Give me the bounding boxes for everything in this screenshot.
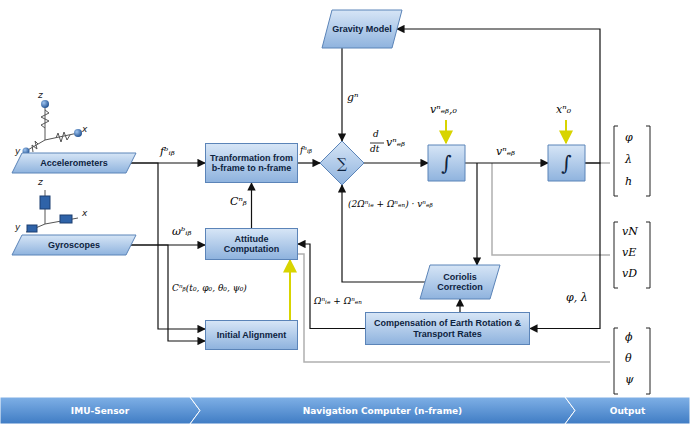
vector-component: ϕ <box>625 332 633 344</box>
signal-label: Cⁿᵦ <box>230 196 247 208</box>
model-box: Gravity Model <box>322 10 402 48</box>
node-shape <box>322 10 402 48</box>
process-box: Tranformation from b-frame to n-frame <box>205 143 298 183</box>
connector <box>364 162 428 163</box>
node-text: Coriolis Correction <box>429 272 491 293</box>
signal-label: fⁿᵢᵦ <box>300 146 312 156</box>
node-shape <box>12 235 136 255</box>
fraction-part: dt <box>370 145 379 155</box>
process-box: Initial Alignment <box>205 320 298 350</box>
correction-box: Coriolis Correction <box>420 265 500 299</box>
connector <box>289 260 291 320</box>
signal-label: vⁿₑᵦ <box>496 146 515 158</box>
axis-label: x <box>82 208 87 218</box>
axis-label: y <box>15 146 20 156</box>
connector <box>251 183 252 228</box>
node-shape <box>190 397 575 424</box>
band-step: IMU-Sensor <box>0 397 200 424</box>
connector <box>459 299 460 312</box>
signal-label: Ωⁿᵢₑ + Ωⁿₑₙ <box>314 297 362 307</box>
node-text: Output <box>610 406 646 416</box>
initial-condition-arrow <box>565 120 567 143</box>
signal-label: fᵇᵢᵦ <box>160 146 175 158</box>
node-text: ∑ <box>337 155 347 171</box>
connector <box>341 48 342 141</box>
connector <box>397 29 600 163</box>
sensor-box: Gyroscopes <box>12 235 136 255</box>
vector-bracket <box>614 126 650 394</box>
node-shape <box>548 145 585 181</box>
process-box: Compensation of Earth Rotation & Transpo… <box>365 312 530 345</box>
initial-condition-arrow <box>445 120 447 143</box>
node-shape <box>565 397 690 424</box>
band-step: Navigation Computer (n-frame) <box>190 397 575 424</box>
fraction-part: d <box>373 130 379 140</box>
initial-condition: xⁿ₀ <box>556 104 571 116</box>
connector <box>298 244 365 329</box>
node-shape <box>428 145 465 181</box>
signal-label: φ, λ <box>566 292 588 304</box>
node-text: IMU-Sensor <box>71 406 129 416</box>
axis-label: z <box>38 177 43 187</box>
vector-component: vD <box>622 268 637 280</box>
node-text: ∫ <box>441 151 451 175</box>
node-text: Gyroscopes <box>48 240 100 250</box>
process-box: Attitude Computation <box>205 228 298 260</box>
node-shape <box>12 153 136 173</box>
sensor-box: Accelerometers <box>12 153 136 173</box>
gyroscope-icon <box>26 190 78 232</box>
signal-label: gⁿ <box>347 92 359 104</box>
vector-component: vE <box>622 247 636 259</box>
integrator-box: ∫ <box>428 145 465 181</box>
node-text: Tranformation from b-frame to n-frame <box>209 153 294 174</box>
signal-label: Cⁿᵦ(t₀, φ₀, θ₀, ψ₀) <box>172 284 247 294</box>
vector-component: vN <box>622 226 638 238</box>
node-shape <box>420 265 500 299</box>
node-text: Compensation of Earth Rotation & Transpo… <box>369 318 526 339</box>
axis-label: y <box>15 222 20 232</box>
initial-condition: vⁿₑᵦ,₀ <box>430 104 457 116</box>
node-shape <box>0 397 200 424</box>
integrator-box: ∫ <box>548 145 585 181</box>
connector <box>530 163 600 329</box>
signal-label: (2Ωⁿᵢₑ + Ωⁿₑₙ) · vⁿₑᵦ <box>348 200 433 210</box>
accelerometer-icon <box>23 100 83 155</box>
signal-label: ωᵇᵢᵦ <box>172 226 192 238</box>
node-shape <box>320 141 364 185</box>
fraction-bar <box>370 143 384 144</box>
vector-component: λ <box>625 154 632 166</box>
band-step: Output <box>565 397 690 424</box>
axis-label: x <box>82 124 87 134</box>
vector-component: φ <box>625 132 633 144</box>
node-text: ∫ <box>561 151 571 175</box>
vector-component: θ <box>625 353 632 365</box>
node-text: Initial Alignment <box>217 330 287 340</box>
connector <box>476 163 477 265</box>
vector-component: h <box>625 176 632 188</box>
vector-component: ψ <box>625 374 634 386</box>
signal-label: vⁿₑᵦ <box>386 137 405 149</box>
output-lead <box>298 163 610 362</box>
axis-label: z <box>38 90 43 100</box>
node-text: Navigation Computer (n-frame) <box>303 406 462 416</box>
summing-junction: ∑ <box>320 141 364 185</box>
node-text: Accelerometers <box>40 158 108 168</box>
node-text: Gravity Model <box>332 24 392 34</box>
node-text: Attitude Computation <box>209 234 294 255</box>
connector <box>298 162 320 163</box>
